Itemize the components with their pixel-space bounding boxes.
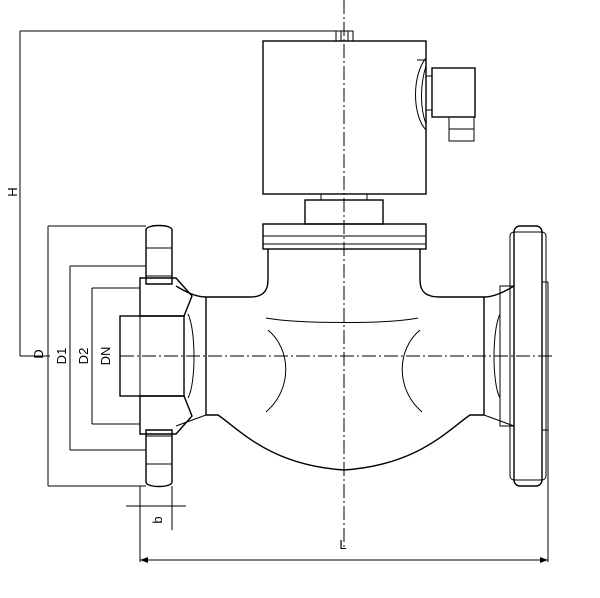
center-lines — [120, 0, 555, 550]
dimension-lines — [19, 30, 549, 563]
left-flange — [119, 224, 193, 488]
right-flange — [499, 225, 549, 487]
height-label: H — [5, 187, 20, 196]
flange-outer-diameter-label: D1 — [54, 348, 69, 365]
bolt-circle-diameter-label: D2 — [76, 348, 91, 365]
flange-thickness-label: b — [150, 516, 165, 523]
solenoid-coil — [262, 30, 427, 195]
nominal-bore-label: DN — [98, 347, 113, 366]
valve-body — [175, 249, 515, 471]
bonnet — [262, 194, 427, 250]
overall-length-label: L — [339, 537, 346, 552]
cable-connector — [426, 67, 476, 142]
inlet-mark-label: D — [31, 349, 46, 358]
